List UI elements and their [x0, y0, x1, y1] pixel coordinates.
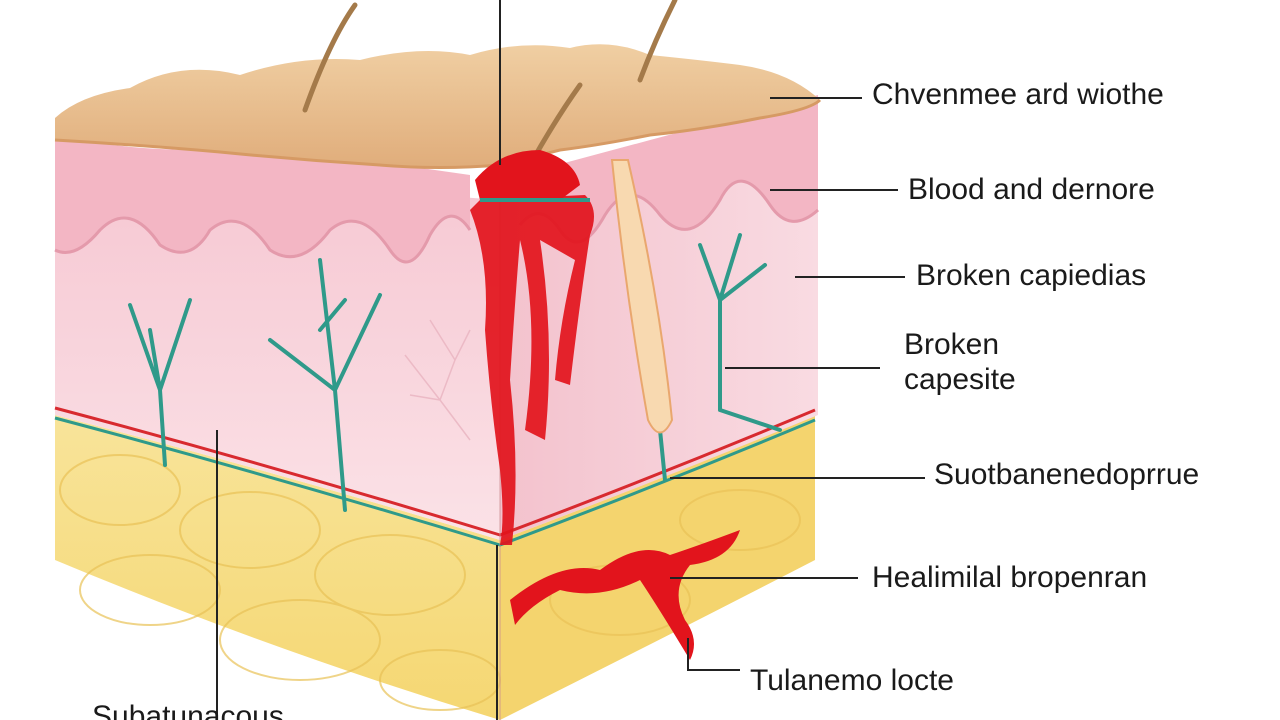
label-subcutaneous-tissue: Suotbanenedoprrue — [934, 458, 1200, 491]
epidermis-top — [55, 44, 820, 168]
label-broken-capillaries: Broken capiedias — [916, 259, 1147, 292]
label-subcutaneous-bottom: Subatunacous — [92, 700, 284, 720]
label-blood-dermis: Blood and dernore — [908, 173, 1155, 206]
label-broken-capesite: Broken capesite — [904, 328, 1124, 397]
label-healing-membrane: Healimilal bropenran — [872, 561, 1148, 594]
dermal-papillae-front — [55, 135, 470, 262]
dermis-fat-boundary — [54, 406, 816, 537]
label-epidermis: Chvenmee ard wiothe — [872, 78, 1164, 111]
nerve-branches — [404, 319, 471, 441]
fat-lobules — [59, 454, 801, 711]
label-tulanemo-locte: Tulanemo locte — [750, 664, 954, 697]
subcutaneous-front — [55, 415, 500, 720]
hair-follicle — [610, 159, 674, 434]
capillaries — [128, 233, 782, 512]
wound — [470, 150, 740, 660]
dermal-papillae-right — [520, 95, 818, 242]
leader-lines — [216, 0, 925, 720]
dermis-front — [55, 168, 500, 540]
label-broken-capesite-line2: capesite — [904, 362, 1016, 396]
label-broken-capesite-line1: Broken — [904, 328, 1000, 361]
